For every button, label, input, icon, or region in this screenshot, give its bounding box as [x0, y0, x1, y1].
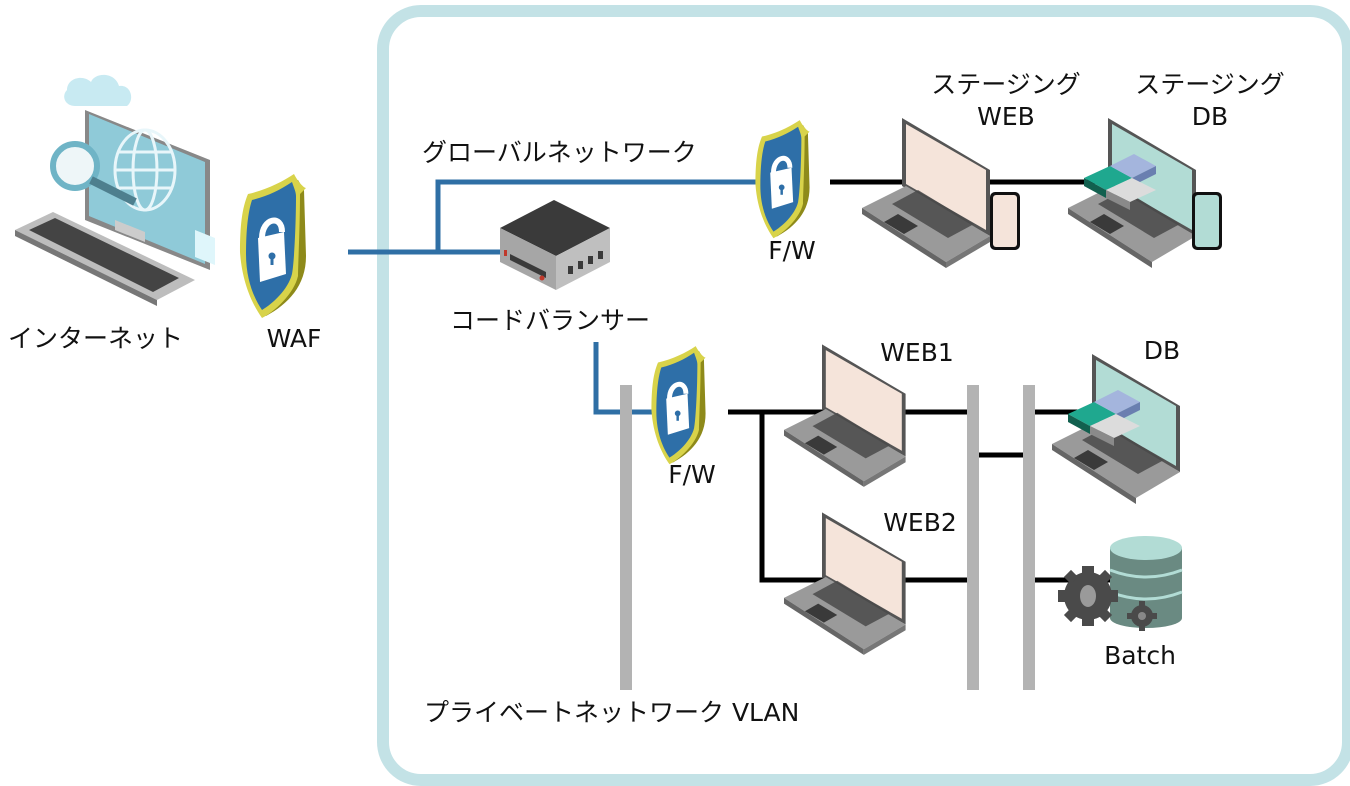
- staging-db-laptop-icon[interactable]: [1068, 118, 1222, 268]
- staging-db-label-line1: ステージング: [1135, 70, 1285, 99]
- computer-globe-icon[interactable]: [15, 74, 215, 306]
- staging-web-laptop-icon[interactable]: [862, 118, 1020, 268]
- database-gears-icon[interactable]: [1058, 536, 1183, 631]
- global-network-links: [348, 179, 765, 415]
- waf-shield-icon[interactable]: [240, 174, 306, 318]
- gear-large-icon: [1058, 566, 1118, 626]
- staging-web-label-line2: WEB: [977, 102, 1035, 131]
- vlan-bar-3: [1023, 385, 1035, 690]
- private-firewall-shield-icon[interactable]: [651, 346, 705, 464]
- server-box-icon[interactable]: [500, 200, 610, 290]
- link-global-fw: [435, 179, 765, 252]
- batch-label: Batch: [1104, 641, 1176, 670]
- gear-small-icon: [1127, 601, 1157, 631]
- web2-label: WEB2: [883, 508, 957, 537]
- vlan-bar-1: [620, 385, 632, 690]
- staging-db-label-line2: DB: [1191, 102, 1229, 131]
- global-firewall-shield-icon[interactable]: [755, 120, 809, 238]
- global-network-label: グローバルネットワーク: [422, 138, 697, 167]
- private-network-label: プライベートネットワーク VLAN: [424, 698, 800, 727]
- db-laptop-icon[interactable]: [1052, 354, 1180, 504]
- link-lb-private-fw: [593, 342, 662, 415]
- vlan-bar-2: [967, 385, 979, 690]
- load-balancer-label: コードバランサー: [450, 306, 651, 335]
- staging-web-label-line1: ステージング: [931, 70, 1081, 99]
- private-fw-label: F/W: [668, 460, 716, 489]
- db-label: DB: [1143, 336, 1181, 365]
- web1-label: WEB1: [880, 338, 954, 367]
- internet-label: インターネット: [8, 324, 184, 353]
- waf-label: WAF: [266, 324, 322, 353]
- global-fw-label: F/W: [768, 236, 816, 265]
